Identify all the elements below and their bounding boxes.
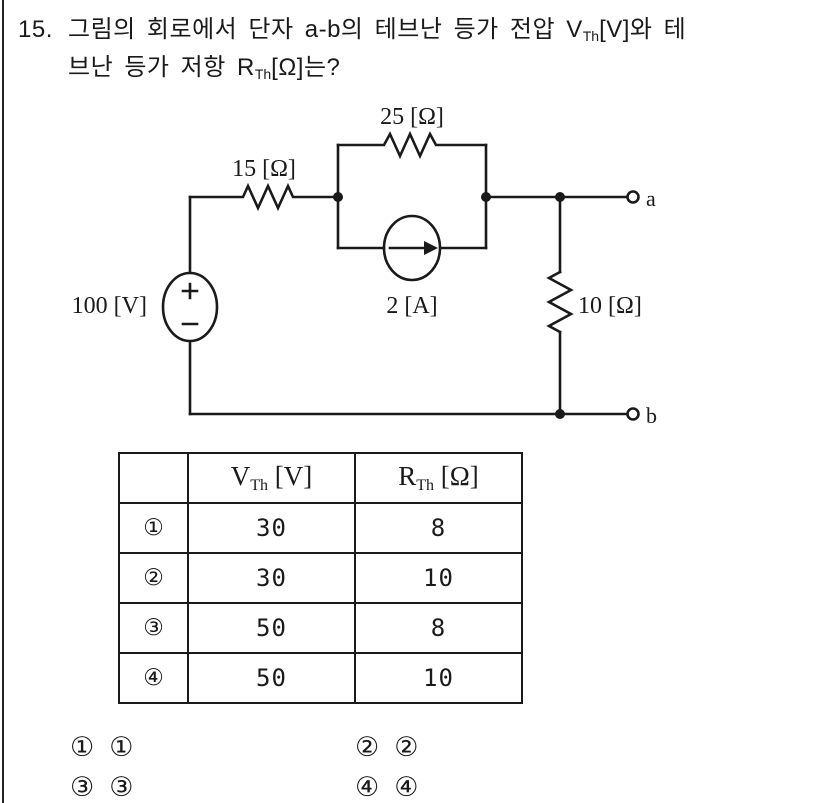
option-1-value: ① — [109, 732, 134, 763]
option-4-marker: ④ — [355, 772, 380, 803]
vth-value: 30 — [187, 552, 356, 604]
voltage-source-symbol — [161, 271, 219, 343]
label-voltage-source: 100 [V] — [72, 293, 147, 319]
resistor-10ohm — [546, 270, 574, 334]
vth-value: 30 — [187, 502, 356, 554]
label-terminal-a: a — [646, 186, 656, 211]
junction-dot — [555, 409, 565, 419]
page-left-border — [2, 0, 4, 803]
row-marker: ③ — [118, 602, 189, 654]
option-3-value: ③ — [109, 772, 134, 803]
vth-value: 50 — [187, 602, 356, 654]
option-3-marker: ③ — [70, 772, 95, 803]
rth-value: 8 — [354, 502, 523, 554]
table-row: ④ 50 10 — [118, 652, 523, 704]
row-marker: ① — [118, 502, 189, 554]
rth-value: 10 — [354, 552, 523, 604]
label-resistor-25ohm: 25 [Ω] — [380, 104, 444, 130]
table-header-empty — [118, 452, 189, 504]
resistor-25ohm — [336, 130, 488, 160]
terminal-a-node — [626, 190, 640, 204]
question-line-2: 브난 등가 저항 RTh[Ω]는? — [68, 54, 341, 82]
junction-dot — [333, 192, 343, 202]
label-resistor-15ohm: 15 [Ω] — [232, 156, 296, 182]
table-row: ② 30 10 — [118, 552, 523, 604]
terminal-b-node — [626, 407, 640, 421]
label-current-source: 2 [A] — [386, 293, 437, 319]
question-text: 그림의 회로에서 단자 a-b의 테브난 등가 전압 VTh[V]와 테 브난 … — [68, 14, 686, 90]
table-header-rth: RTh [Ω] — [354, 452, 523, 504]
question-line-1: 그림의 회로에서 단자 a-b의 테브난 등가 전압 VTh[V]와 테 — [68, 16, 687, 44]
wire-and-resistor-15ohm — [188, 182, 340, 212]
answer-table: VTh [V] RTh [Ω] ① 30 8 ② 30 10 ③ 50 8 ④ … — [118, 452, 523, 704]
junction-dot — [555, 192, 565, 202]
rth-value: 8 — [354, 602, 523, 654]
rth-value: 10 — [354, 652, 523, 704]
current-arrow-head — [424, 241, 438, 255]
plus-sign — [181, 282, 199, 300]
option-2-marker: ② — [355, 732, 380, 763]
question-block: 15. 그림의 회로에서 단자 a-b의 테브난 등가 전압 VTh[V]와 테… — [18, 14, 808, 90]
option-2-value: ② — [394, 732, 419, 763]
junction-dot — [481, 192, 491, 202]
vth-value: 50 — [187, 652, 356, 704]
row-marker: ④ — [118, 652, 189, 704]
table-header-vth: VTh [V] — [187, 452, 356, 504]
row-marker: ② — [118, 552, 189, 604]
option-1-marker: ① — [70, 732, 95, 763]
option-4-value: ④ — [394, 772, 419, 803]
label-terminal-b: b — [646, 403, 657, 428]
question-number: 15. — [18, 16, 53, 43]
table-row: ③ 50 8 — [118, 602, 523, 654]
table-header-row: VTh [V] RTh [Ω] — [118, 452, 523, 504]
label-resistor-10ohm: 10 [Ω] — [578, 293, 642, 319]
table-row: ① 30 8 — [118, 502, 523, 554]
